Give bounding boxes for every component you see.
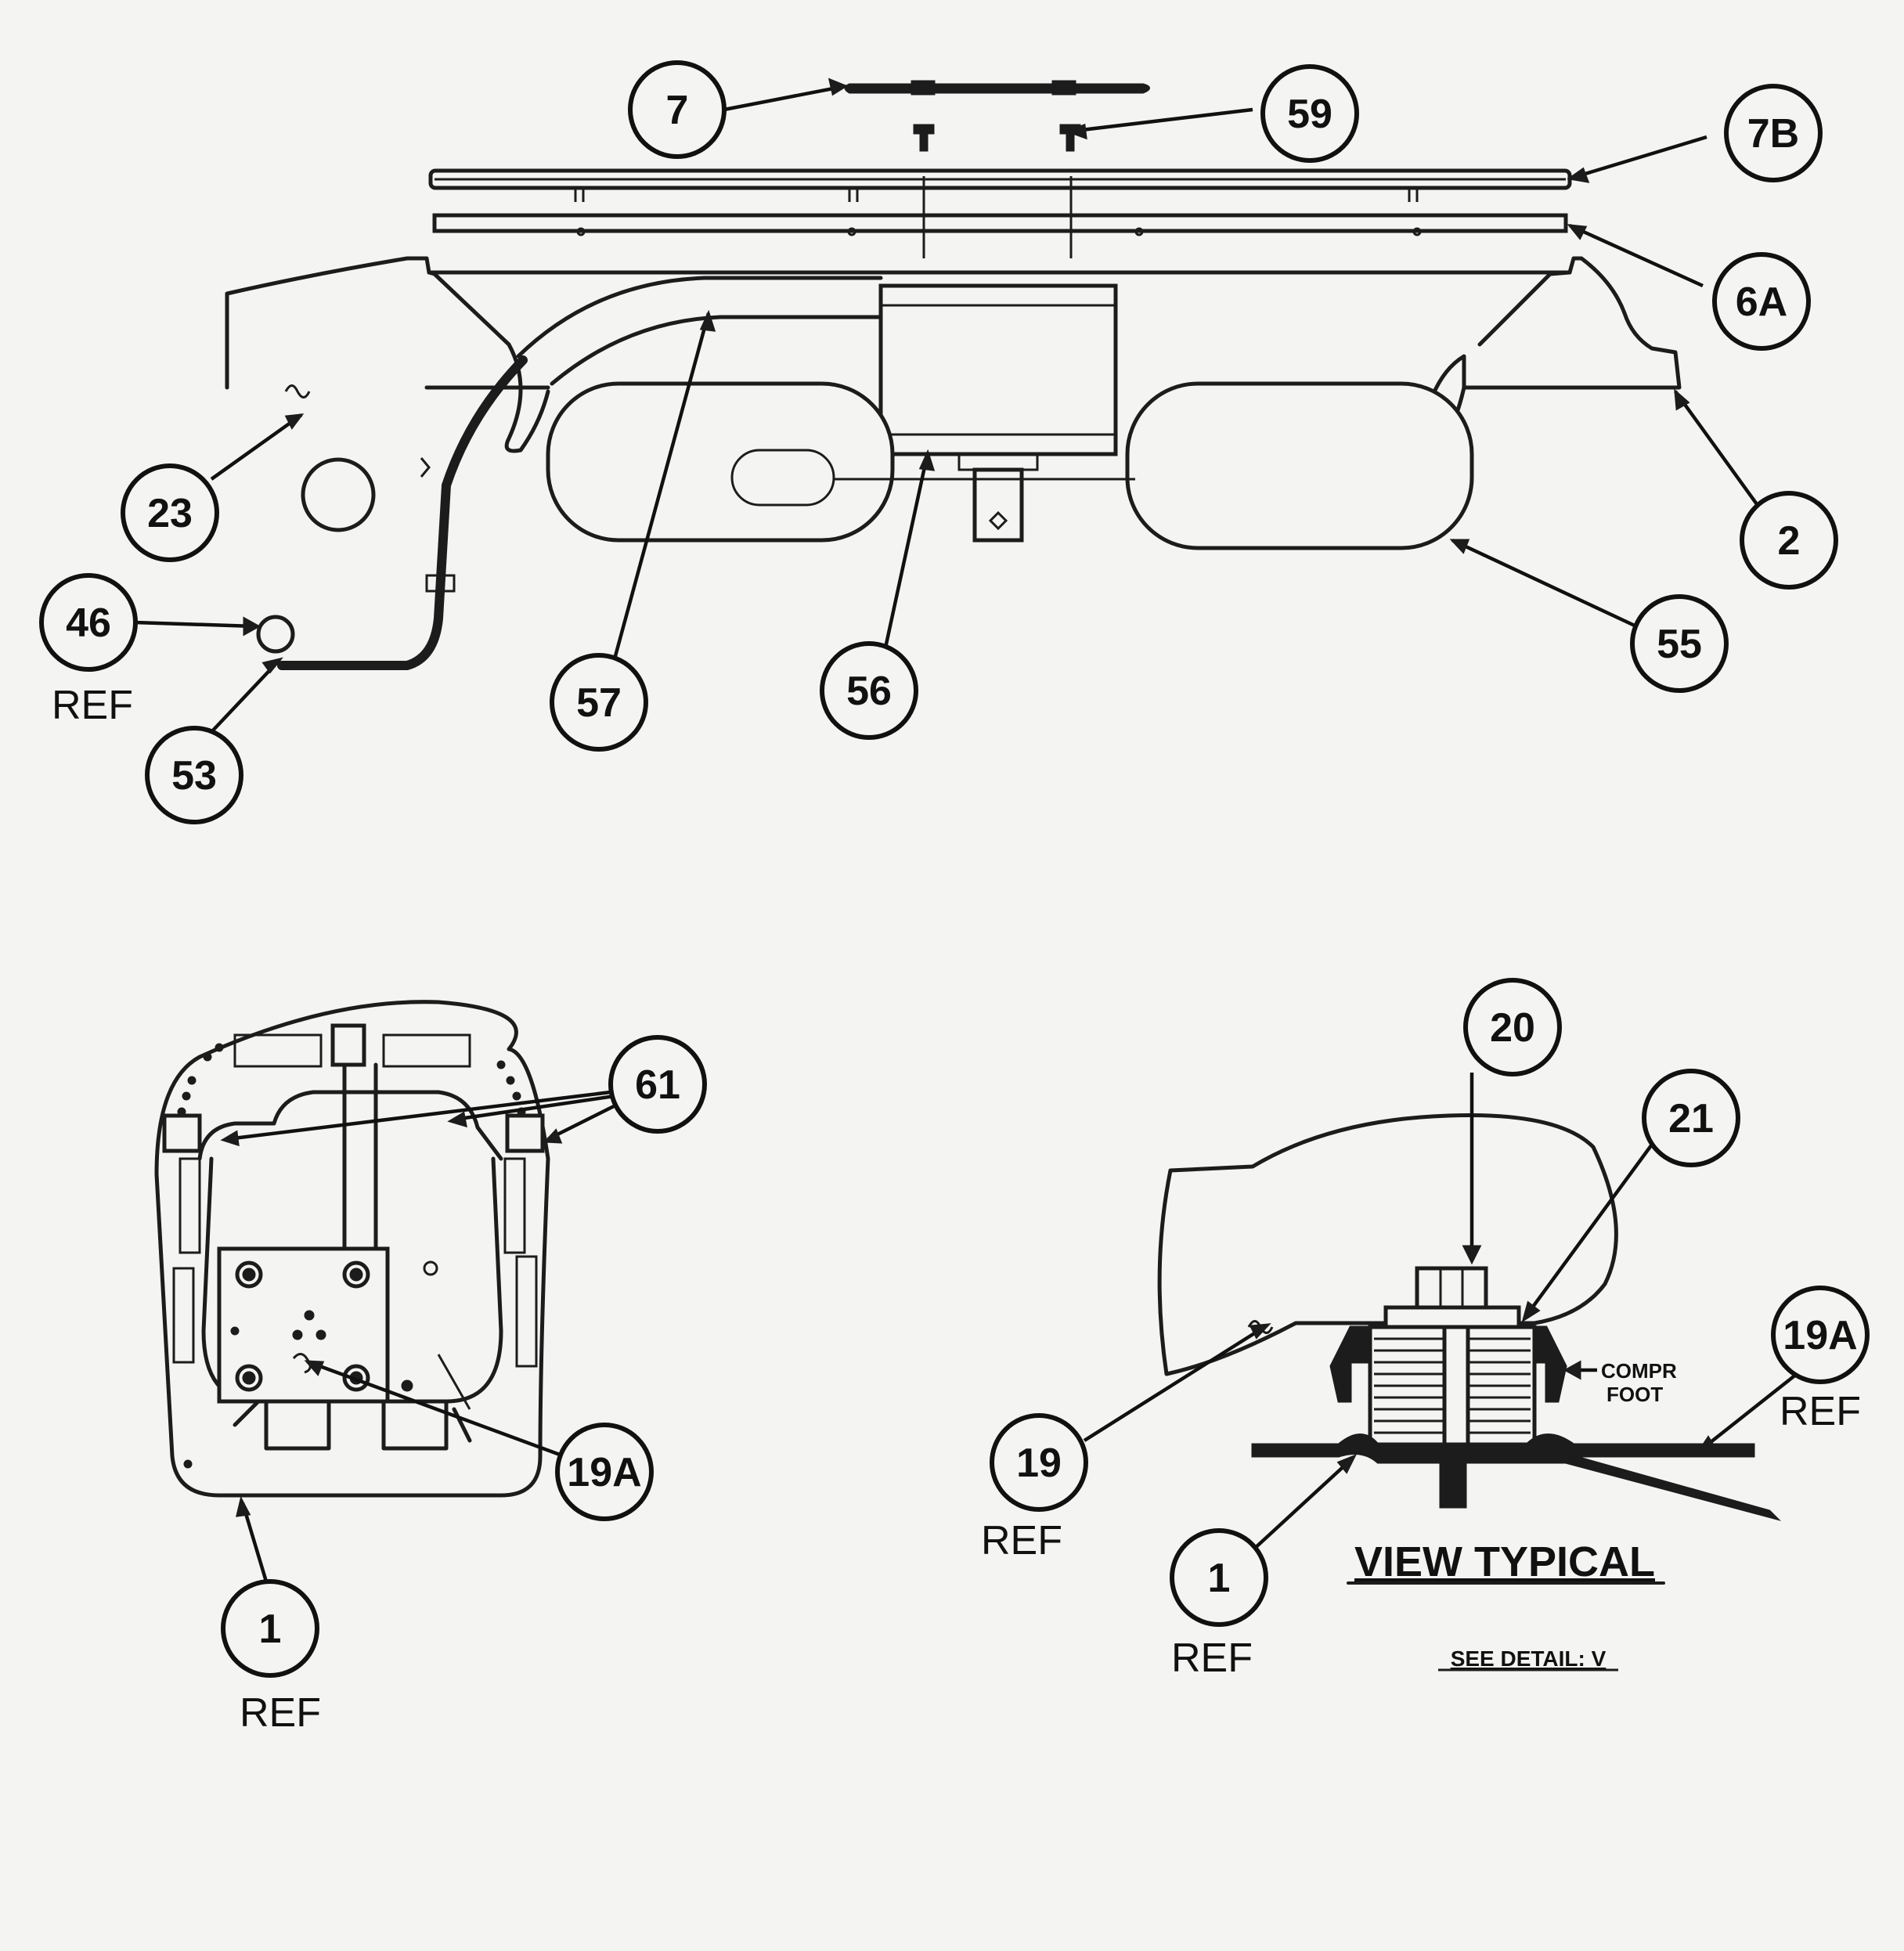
svg-text:56: 56: [846, 669, 892, 714]
part-46-fitting: [256, 615, 295, 654]
base-pan-top-view: [154, 1000, 550, 1498]
ref-19: REF: [981, 1518, 1062, 1563]
svg-text:59: 59: [1287, 92, 1332, 137]
svg-text:55: 55: [1657, 622, 1702, 667]
callout-55: 55: [1630, 594, 1729, 693]
callout-1-right: 1: [1170, 1528, 1268, 1627]
part-57-duct: [516, 276, 883, 359]
part-1-base-pan: [154, 1000, 550, 1498]
svg-text:1: 1: [259, 1607, 282, 1652]
part-7-clip-b: [1051, 80, 1076, 96]
part-6A-panel: [432, 213, 1568, 233]
callout-19: 19: [990, 1413, 1088, 1512]
svg-text:23: 23: [147, 491, 193, 536]
bottom-right-leaders: [1083, 1073, 1798, 1552]
part-20-bolt: [1415, 1266, 1488, 1310]
callout-23: 23: [121, 463, 219, 562]
callout-53: 53: [145, 726, 243, 824]
ref-19A-right: REF: [1780, 1389, 1861, 1434]
part-21-grommet: [1383, 1305, 1521, 1329]
grommet-b: [342, 1260, 370, 1289]
ref-1-left: REF: [240, 1690, 321, 1736]
svg-text:46: 46: [66, 600, 111, 646]
callout-19A-right: 19A: [1771, 1286, 1870, 1384]
svg-text:19A: 19A: [1783, 1313, 1857, 1358]
svg-text:21: 21: [1668, 1096, 1714, 1141]
part-1-base-plate: [1251, 1433, 1782, 1521]
ref-1-right: REF: [1171, 1635, 1253, 1681]
ref-46: REF: [52, 683, 133, 728]
callout-56: 56: [820, 641, 918, 740]
callout-59: 59: [1260, 64, 1359, 163]
bottom-bracket: [972, 467, 1024, 543]
grommet-c: [235, 1364, 263, 1392]
part-55-tank-right: [1125, 381, 1474, 550]
grommet-a: [235, 1260, 263, 1289]
part-7-clip-a: [911, 80, 936, 96]
svg-text:7: 7: [666, 88, 689, 133]
svg-text:2: 2: [1778, 518, 1801, 564]
callout-1-left: 1: [221, 1579, 319, 1678]
part-53-tubing: [277, 355, 528, 670]
callout-6A: 6A: [1712, 252, 1811, 351]
svg-text:53: 53: [171, 753, 217, 799]
svg-text:19: 19: [1016, 1441, 1062, 1486]
callout-61: 61: [608, 1035, 707, 1134]
see-detail-note: SEE DETAIL: V: [1451, 1646, 1606, 1671]
svg-text:6A: 6A: [1736, 279, 1787, 325]
part-7-bracket: [844, 83, 1150, 94]
callout-21: 21: [1642, 1069, 1740, 1167]
callout-57: 57: [550, 653, 648, 752]
svg-text:61: 61: [635, 1062, 680, 1108]
callout-7: 7: [628, 60, 727, 159]
callout-46: 46: [39, 573, 138, 672]
view-typical-title: VIEW TYPICAL: [1354, 1538, 1655, 1585]
part-55-tank-left: [546, 381, 895, 543]
svg-text:19A: 19A: [567, 1450, 641, 1495]
svg-text:57: 57: [576, 680, 622, 726]
svg-text:1: 1: [1208, 1556, 1231, 1601]
part-19-compressor: [1157, 1113, 1618, 1376]
svg-text:7B: 7B: [1747, 111, 1799, 157]
bottom-left-leaders: [220, 1090, 620, 1582]
view-typical-detail: [1157, 1113, 1782, 1521]
part-59-fastener-a: [913, 124, 935, 152]
compr-foot-label-line2: FOOT: [1606, 1383, 1663, 1406]
grommet-d: [342, 1364, 370, 1392]
top-leaders: [134, 78, 1779, 734]
compr-foot-label-line1: COMPR: [1601, 1359, 1677, 1383]
callout-7B: 7B: [1724, 84, 1823, 182]
part-56-box: [878, 283, 1118, 456]
callout-20: 20: [1463, 978, 1562, 1076]
svg-text:20: 20: [1490, 1005, 1535, 1051]
top-assembly: [225, 80, 1682, 670]
callout-19A-left: 19A: [555, 1423, 654, 1521]
callout-2: 2: [1740, 491, 1838, 590]
part-23-motor: [301, 457, 376, 532]
